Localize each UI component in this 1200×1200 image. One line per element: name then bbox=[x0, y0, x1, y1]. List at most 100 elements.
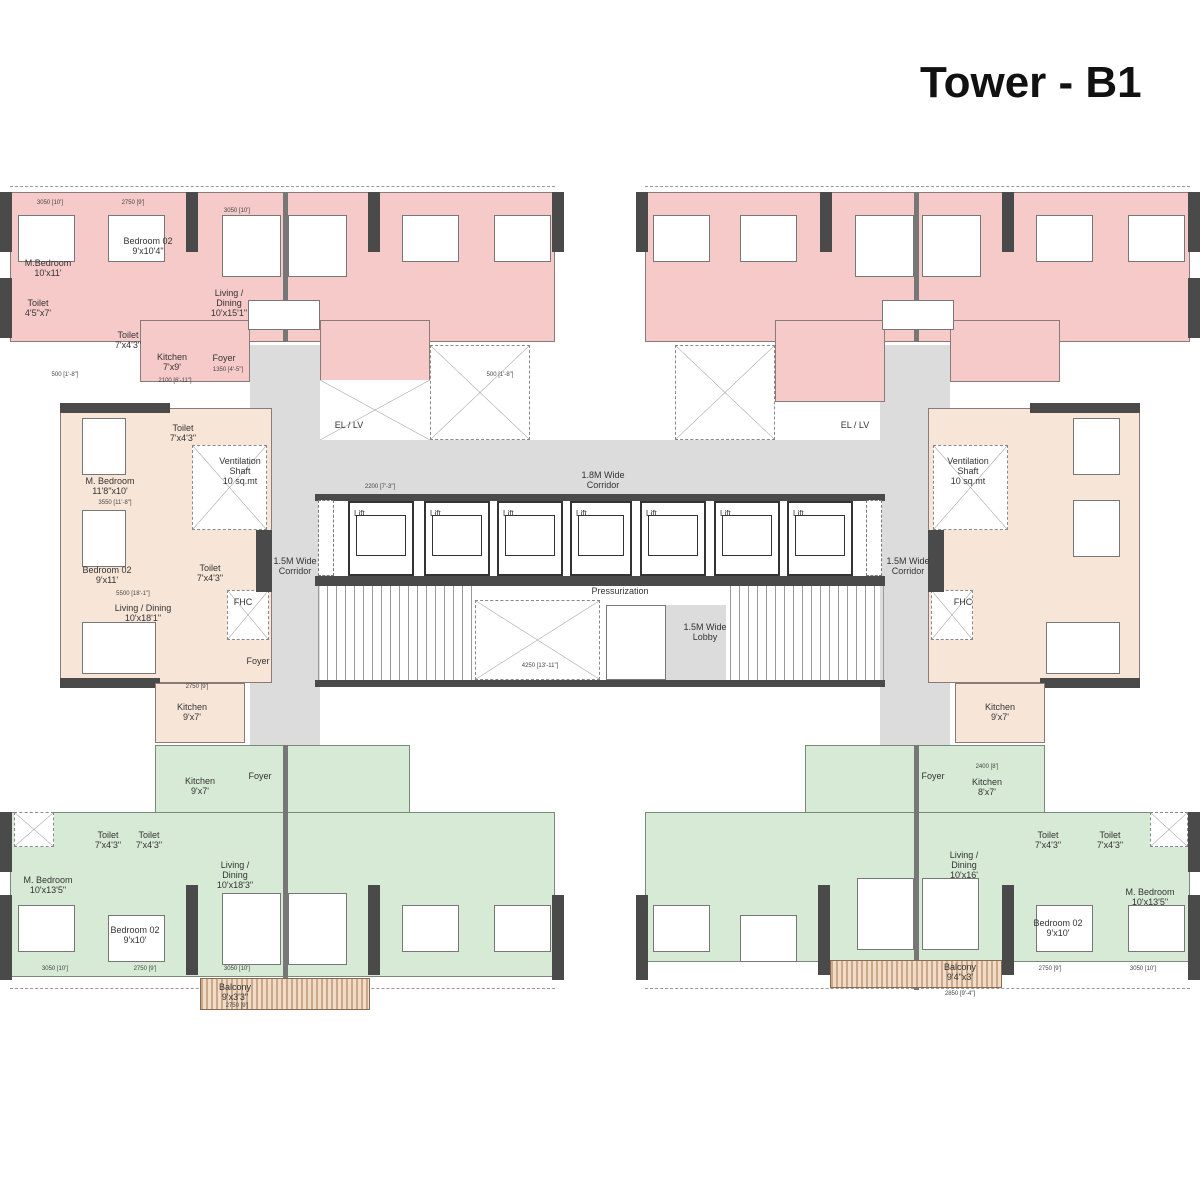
lift-label: Lift bbox=[646, 509, 657, 518]
wall bbox=[0, 895, 12, 980]
tl-bedroom-02-label: Bedroom 02 9'x10'4" bbox=[123, 236, 173, 256]
dimension-label: 1350 [4'-5"] bbox=[212, 367, 244, 373]
sofa-set bbox=[222, 893, 281, 965]
bl-m-bedroom-label: M. Bedroom 10'x13'5" bbox=[23, 875, 73, 895]
wall bbox=[636, 192, 648, 252]
wall bbox=[186, 192, 198, 252]
sofa-set bbox=[288, 893, 347, 965]
r-kitchen-label: Kitchen 9'x7' bbox=[984, 702, 1016, 722]
dimension-label: 3050 [10'] bbox=[36, 200, 64, 206]
party-wall bbox=[914, 192, 919, 342]
tl-foyer-label: Foyer bbox=[212, 353, 236, 363]
bed bbox=[1036, 215, 1093, 262]
bl-duct bbox=[14, 812, 54, 847]
wall bbox=[0, 278, 12, 338]
r-fhc-label: FHC bbox=[953, 597, 973, 607]
wall bbox=[928, 530, 944, 592]
bed bbox=[82, 510, 126, 567]
lift-5: Lift bbox=[640, 501, 706, 576]
core-wall bbox=[315, 680, 885, 687]
main-corridor-label: 1.8M Wide Corridor bbox=[581, 470, 625, 490]
lobby-dimension: 4250 [13'-11"] bbox=[521, 663, 559, 669]
br-toilet-label: Toilet 7'x4'3" bbox=[1096, 830, 1124, 850]
bed bbox=[1128, 215, 1185, 262]
dimension-label: 5500 [18'-1"] bbox=[116, 591, 150, 597]
dining-table bbox=[248, 300, 320, 330]
bed bbox=[494, 215, 551, 262]
bed bbox=[402, 905, 459, 952]
wall bbox=[368, 885, 380, 975]
bed bbox=[1128, 905, 1185, 952]
ledge-line bbox=[10, 186, 555, 187]
dimension-label: 3050 [10'] bbox=[223, 966, 251, 972]
bed bbox=[402, 215, 459, 262]
tr-kitchen-zone bbox=[775, 320, 885, 402]
wall bbox=[256, 530, 272, 592]
el-lv-right-label: EL / LV bbox=[840, 420, 870, 430]
wall bbox=[636, 895, 648, 980]
wall bbox=[1188, 192, 1200, 252]
l-bedroom-02-label: Bedroom 02 9'x11' bbox=[82, 565, 132, 585]
party-wall bbox=[283, 745, 288, 1010]
wall bbox=[0, 192, 12, 252]
dimension-label: 2750 [9'] bbox=[1038, 966, 1062, 972]
el-lv-shaft-right bbox=[866, 500, 882, 576]
tl-living-label: Living / Dining 10'x15'1" bbox=[210, 288, 248, 318]
tr-kitchen2-zone bbox=[950, 320, 1060, 382]
pressurization-label: Pressurization bbox=[591, 586, 649, 596]
dimension-label: 2100 [6'-11"] bbox=[158, 378, 192, 384]
dimension-label: 2750 [9'] bbox=[225, 1003, 249, 1009]
wall bbox=[60, 403, 170, 413]
tl-kitchen-label: Kitchen 7'x9' bbox=[156, 352, 188, 372]
tower-title: Tower - B1 bbox=[920, 58, 1142, 107]
tl-shaft bbox=[430, 345, 530, 440]
dimension-label: 2750 [9'] bbox=[185, 684, 209, 690]
wall bbox=[818, 885, 830, 975]
bed bbox=[494, 905, 551, 952]
dimension-label: 2750 [9'] bbox=[121, 200, 145, 206]
staircase-right bbox=[730, 586, 885, 682]
pressurization-shaft bbox=[475, 600, 600, 680]
dimension-label: 3550 [11'-8"] bbox=[98, 500, 132, 506]
dimension-label: 2750 [9'] bbox=[133, 966, 157, 972]
tl-toilet-label: Toilet 7'x4'3" bbox=[114, 330, 142, 350]
sofa-set bbox=[922, 215, 981, 277]
bl-balcony-label: Balcony 9'x3'3" bbox=[218, 982, 252, 1002]
lift-dimension: 2200 [7'-3"] bbox=[364, 484, 396, 490]
wall bbox=[0, 812, 12, 872]
bed bbox=[653, 215, 710, 262]
lift-label: Lift bbox=[576, 509, 587, 518]
right-vent-shaft bbox=[933, 445, 1008, 530]
dimension-label: 2400 [8'] bbox=[975, 764, 999, 770]
br-m-bedroom-label: M. Bedroom 10'x13'5" bbox=[1125, 887, 1175, 907]
dimension-label: 500 [1'-8"] bbox=[486, 372, 514, 378]
bed bbox=[740, 915, 797, 962]
bed bbox=[740, 215, 797, 262]
bed bbox=[1073, 500, 1120, 557]
sofa-set bbox=[222, 215, 281, 277]
core-wall bbox=[315, 576, 885, 586]
corridor-main bbox=[250, 440, 950, 498]
wall bbox=[1040, 678, 1140, 688]
bed bbox=[653, 905, 710, 952]
lift-6: Lift bbox=[714, 501, 780, 576]
wall bbox=[1002, 885, 1014, 975]
bl-toilet-label: Toilet 7'x4'3" bbox=[135, 830, 163, 850]
ledge-line bbox=[645, 186, 1190, 187]
bed bbox=[108, 215, 165, 262]
tl-shaft bbox=[320, 380, 430, 440]
sofa-set bbox=[857, 878, 914, 950]
lift-3: Lift bbox=[497, 501, 563, 576]
r-vent-shaft-label: Ventilation Shaft 10 sq.mt bbox=[947, 456, 989, 486]
l-m-bedroom-label: M. Bedroom 11'8"x10' bbox=[85, 476, 135, 496]
lift-2: Lift bbox=[424, 501, 490, 576]
l-toilet-label: Toilet 7'x4'3" bbox=[169, 423, 197, 443]
l-vent-shaft-label: Ventilation Shaft 10 sq.mt bbox=[219, 456, 261, 486]
left-corridor-label: 1.5M Wide Corridor bbox=[273, 556, 317, 576]
br-duct bbox=[1150, 812, 1188, 847]
bed bbox=[1036, 905, 1093, 952]
dimension-label: 500 [1'-8"] bbox=[51, 372, 79, 378]
bed bbox=[108, 915, 165, 962]
lift-label: Lift bbox=[720, 509, 731, 518]
